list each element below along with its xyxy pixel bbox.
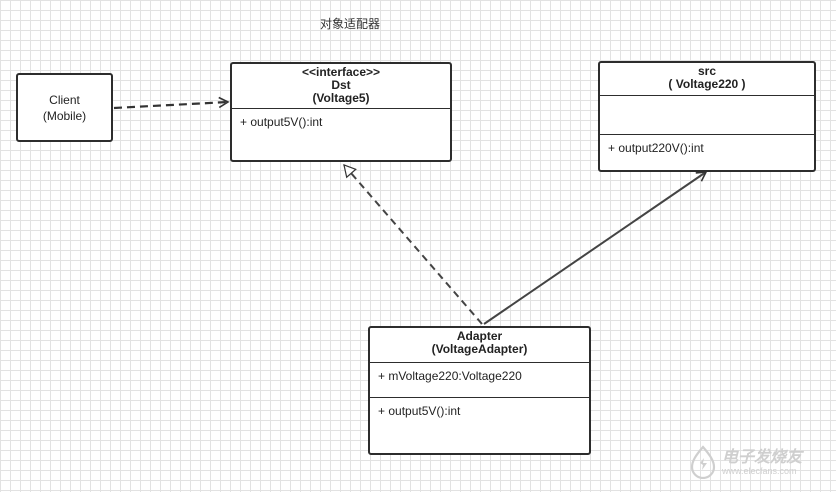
adapter-class-box[interactable]: Adapter (VoltageAdapter) + mVoltage220:V… [368,326,591,455]
adapter-subname: (VoltageAdapter) [431,342,528,356]
dst-method: + output5V():int [232,108,450,129]
watermark: 电子发烧友 www.elecfans.com [688,442,828,482]
src-attributes-section [600,95,814,134]
client-subname: (Mobile) [42,108,87,123]
dependency-arrow [113,96,230,110]
watermark-logo-icon [690,445,716,479]
watermark-text: 电子发烧友 [722,448,803,466]
src-header: src ( Voltage220 ) [600,63,814,95]
diagram-caption: 对象适配器 [319,17,380,31]
adapter-method: + output5V():int [370,397,589,418]
src-class-box[interactable]: src ( Voltage220 ) + output220V():int [598,61,816,172]
adapter-header: Adapter (VoltageAdapter) [370,328,589,362]
adapter-name: Adapter [456,329,503,343]
dst-stereotype: <<interface>> [301,65,381,79]
realization-arrow [344,165,483,325]
src-name: src [697,64,717,78]
client-name: Client [49,92,80,107]
watermark-url: www.elecfans.com [722,465,797,476]
dst-interface-box[interactable]: <<interface>> Dst (Voltage5) + output5V(… [230,62,452,162]
dst-name: Dst [331,78,351,92]
client-box[interactable]: Client (Mobile) [16,73,113,142]
association-arrow [483,171,708,325]
src-subname: ( Voltage220 ) [668,77,746,91]
adapter-field: + mVoltage220:Voltage220 [370,362,589,397]
dst-header: <<interface>> Dst (Voltage5) [232,64,450,108]
src-method: + output220V():int [600,134,814,155]
dst-subname: (Voltage5) [312,91,370,105]
